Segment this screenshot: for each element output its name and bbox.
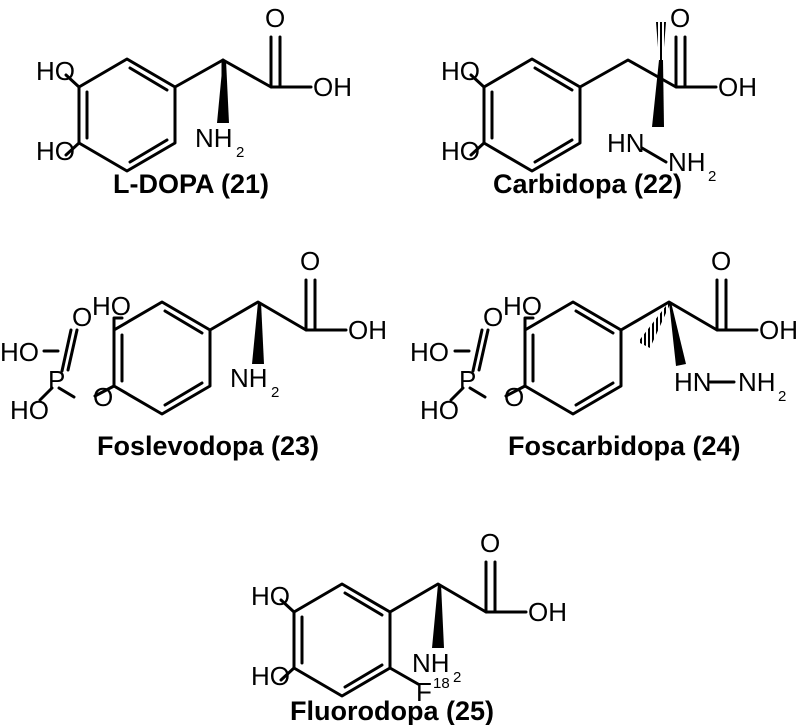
carbonyl-oxygen-label: O xyxy=(480,528,500,558)
fluorine-label: F xyxy=(416,677,432,707)
isotope-superscript: 18 xyxy=(433,675,450,692)
ester-oxygen-label: O xyxy=(93,382,113,412)
acid-hydroxyl-label: OH xyxy=(528,597,567,627)
hydrazine-hn-label: HN xyxy=(674,367,712,397)
molecule-fluorodopa: HO HO O OH NH 2 F 18 Fluorodopa (25) xyxy=(251,528,567,725)
aromatic-double-bonds xyxy=(531,309,615,407)
hydroxyl-label: HO xyxy=(503,291,542,321)
caption-carbidopa: Carbidopa (22) xyxy=(493,169,682,199)
wedge-bond xyxy=(432,584,444,648)
caption-fluorodopa: Fluorodopa (25) xyxy=(290,696,494,725)
side-chain-bonds xyxy=(578,35,718,164)
wedge-hydrazine-bond xyxy=(652,60,664,127)
wedge-hydrazine-bond xyxy=(669,302,686,366)
hydrazine-hn-label: HN xyxy=(607,128,645,158)
caption-foslevodopa: Foslevodopa (23) xyxy=(97,431,319,461)
benzene-ring xyxy=(292,582,392,698)
hydroxyl-bonds xyxy=(64,73,81,157)
aromatic-double-bonds xyxy=(85,66,169,164)
phosphorus-label: P xyxy=(48,365,65,395)
phosphate-ho2-label: HO xyxy=(10,395,49,425)
hydroxyl-bond xyxy=(523,316,535,332)
hashed-methyl-bond xyxy=(656,22,666,60)
hydroxyl-bond xyxy=(112,316,124,332)
amine-subscript: 2 xyxy=(236,144,244,161)
phosphate-ho1-label: HO xyxy=(0,337,39,367)
side-chain-bonds xyxy=(388,560,528,614)
hydroxyl-bonds xyxy=(469,73,486,157)
carbonyl-oxygen-label: O xyxy=(711,246,731,276)
molecule-foscarbidopa: HO HO HO P O O O OH HN NH 2 Foscarbidopa… xyxy=(410,246,798,461)
hydrazine-subscript: 2 xyxy=(778,388,786,405)
molecule-carbidopa: HO HO O OH HN NH 2 Carbidopa (22) xyxy=(441,3,757,199)
amine-label: NH xyxy=(195,123,233,153)
acid-hydroxyl-label: OH xyxy=(313,72,352,102)
benzene-ring xyxy=(482,57,582,173)
hydroxyl-top-label: HO xyxy=(251,581,290,611)
hydroxyl-bottom-label: HO xyxy=(251,661,290,691)
acid-hydroxyl-label: OH xyxy=(718,72,757,102)
caption-l-dopa: L-DOPA (21) xyxy=(113,169,269,199)
phosphoryl-oxygen-label: O xyxy=(483,302,503,332)
amine-subscript: 2 xyxy=(271,384,279,401)
phosphoryl-oxygen-label: O xyxy=(72,302,92,332)
hydroxyl-bonds xyxy=(279,598,296,682)
hydrazine-nh-label: NH xyxy=(668,147,706,177)
hydrazine-nh-label: NH xyxy=(738,367,776,397)
caption-foscarbidopa: Foscarbidopa (24) xyxy=(508,431,741,461)
wedge-bond xyxy=(252,302,264,364)
phosphate-ho1-label: HO xyxy=(410,337,449,367)
hydroxyl-bottom-label: HO xyxy=(36,136,75,166)
aromatic-double-bonds xyxy=(120,309,204,407)
hydroxyl-top-label: HO xyxy=(441,56,480,86)
hashed-methyl-bond xyxy=(638,302,671,348)
phosphate-ho2-label: HO xyxy=(420,395,459,425)
molecule-foslevodopa: HO HO HO P O O O OH NH 2 Foslevodopa (23… xyxy=(0,246,387,461)
side-chain-bonds xyxy=(619,278,759,384)
carbonyl-oxygen-label: O xyxy=(265,3,285,33)
side-chain-bonds xyxy=(173,35,313,89)
phosphorus-label: P xyxy=(459,365,476,395)
hydroxyl-label: HO xyxy=(92,291,131,321)
acid-hydroxyl-label: OH xyxy=(348,315,387,345)
hydroxyl-top-label: HO xyxy=(36,56,75,86)
aromatic-double-bonds xyxy=(490,66,574,164)
benzene-ring xyxy=(77,57,177,173)
side-chain-bonds xyxy=(208,278,348,332)
carbonyl-oxygen-label: O xyxy=(670,3,690,33)
hydroxyl-bottom-label: HO xyxy=(441,136,480,166)
molecule-l-dopa: HO HO O OH NH 2 L-DOPA (21) xyxy=(36,3,352,199)
amine-label: NH xyxy=(412,648,450,678)
hydrazine-subscript: 2 xyxy=(708,168,716,185)
ester-oxygen-label: O xyxy=(504,382,524,412)
fluorine-bond xyxy=(388,666,420,686)
carbonyl-oxygen-label: O xyxy=(300,246,320,276)
aromatic-double-bonds xyxy=(300,591,384,689)
acid-hydroxyl-label: OH xyxy=(759,315,798,345)
amine-subscript: 2 xyxy=(453,669,461,686)
amine-label: NH xyxy=(230,363,268,393)
phosphate-bonds xyxy=(38,328,116,402)
phosphate-bonds xyxy=(449,328,527,402)
